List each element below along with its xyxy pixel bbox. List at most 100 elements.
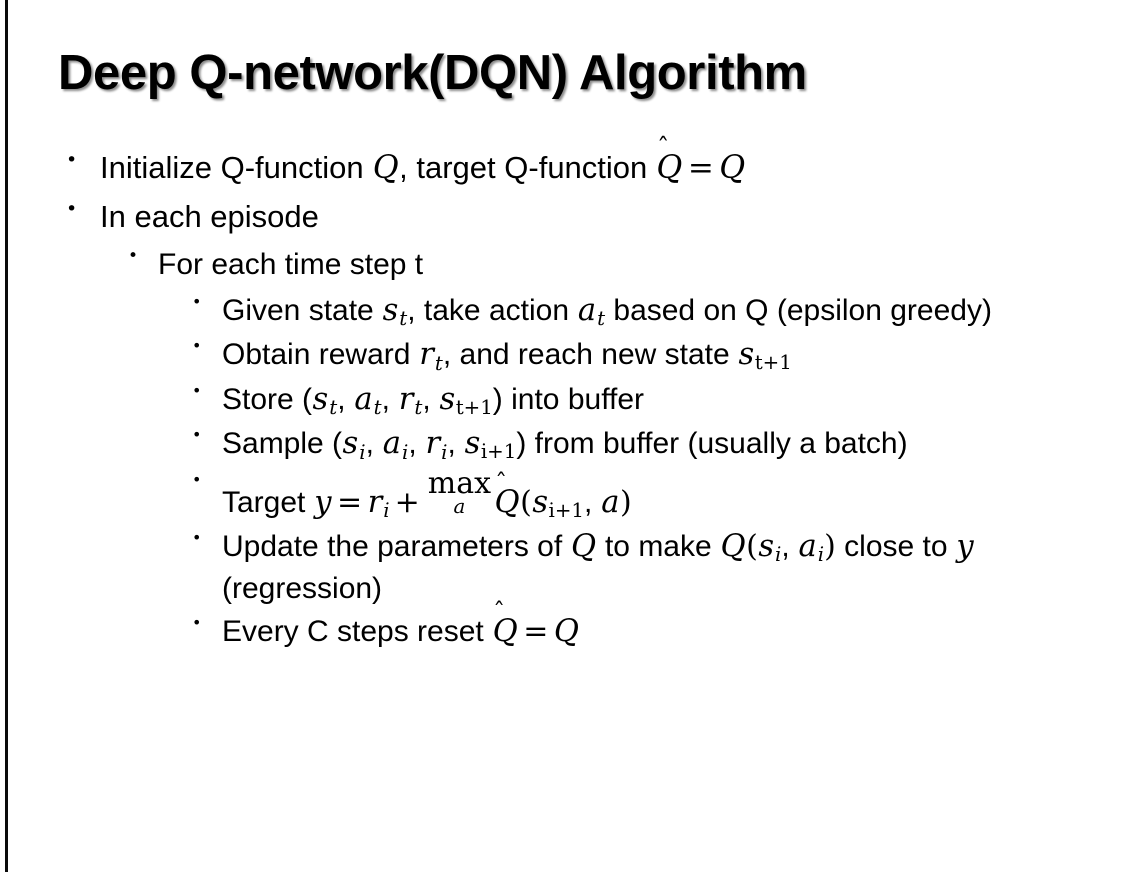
text-run: , <box>365 427 383 461</box>
math-equals: = <box>337 484 363 520</box>
list-item: • Every C steps reset ̂Q=Q <box>0 612 1124 653</box>
math-subscript: i+1 <box>548 498 585 522</box>
text-run: , <box>422 382 439 416</box>
math-subscript: t+1 <box>754 351 792 375</box>
math-subscript: t+1 <box>455 396 493 420</box>
math-var-a: a <box>798 529 817 565</box>
math-var-s: s <box>758 529 775 565</box>
list-item-text: Initialize Q-function Q, target Q-functi… <box>100 148 1124 189</box>
math-paren-open: ( <box>746 529 758 565</box>
list-item: • In each episode <box>0 197 1124 237</box>
max-operator-label: max <box>427 465 492 501</box>
bullet-dot-icon: • <box>192 612 202 632</box>
math-subscript: i <box>775 543 782 567</box>
text-run: , <box>584 485 601 519</box>
bullet-list: • Initialize Q-function Q, target Q-func… <box>0 148 1124 655</box>
math-var-a: a <box>577 293 597 328</box>
bullet-dot-icon: • <box>192 469 202 489</box>
list-item-text: For each time step t <box>158 248 424 282</box>
bullet-dot-icon: • <box>66 149 78 171</box>
list-item-text: Target y=ri+maxâQ(si+1, a) <box>222 465 1094 524</box>
math-subscript: i+1 <box>480 440 517 464</box>
math-var-r: r <box>398 381 414 417</box>
bullet-dot-icon: • <box>66 198 78 221</box>
list-item-text: Update the parameters of Q to make Q(si,… <box>222 527 1094 608</box>
text-run: , <box>337 382 354 416</box>
bullet-dot-icon: • <box>192 425 202 445</box>
list-item: • For each time step t <box>0 245 1124 285</box>
math-var-s: s <box>532 484 549 520</box>
math-paren-open: ( <box>520 484 532 520</box>
bullet-dot-icon: • <box>192 336 202 356</box>
math-var-s: s <box>312 381 329 417</box>
math-var-qhat: ̂Q <box>494 483 520 524</box>
math-subscript: t <box>399 307 408 331</box>
list-item: • Sample (si, ai, ri, si+1) from buffer … <box>0 424 1124 465</box>
math-paren-close: ) <box>619 484 632 520</box>
text-run: ) into buffer <box>492 382 644 416</box>
text-run: , <box>408 427 425 461</box>
math-var-r: r <box>367 484 383 520</box>
list-item: • Store (st, at, rt, st+1) into buffer <box>0 380 1124 421</box>
math-var-r: r <box>425 426 441 462</box>
math-var-s: s <box>738 337 755 373</box>
list-item-text: Sample (si, ai, ri, si+1) from buffer (u… <box>222 424 1094 465</box>
text-run: , target Q-function <box>399 150 656 185</box>
math-var-base: Q <box>656 150 683 186</box>
math-subscript: i <box>359 440 366 464</box>
max-underscript: a <box>453 494 466 518</box>
math-var-q: Q <box>372 150 399 186</box>
math-equals: = <box>523 613 549 649</box>
math-var-a: a <box>354 381 373 417</box>
text-run: Given state <box>222 294 383 327</box>
math-var-y: y <box>314 484 332 520</box>
text-run: , <box>447 427 465 461</box>
math-var-a: a <box>382 426 401 462</box>
bullet-dot-icon: • <box>192 380 202 400</box>
math-var-base: Q <box>492 613 518 649</box>
math-var-s: s <box>439 381 456 417</box>
bullet-dot-icon: • <box>192 292 202 311</box>
math-var-q: Q <box>553 613 579 649</box>
math-subscript: i <box>817 543 825 567</box>
text-run: ) from buffer (usually a batch) <box>516 427 908 461</box>
math-subscript: i <box>441 440 448 464</box>
text-run: (regression) <box>222 571 383 605</box>
text-run: Obtain reward <box>222 338 419 372</box>
math-var-q: Q <box>720 529 746 565</box>
text-run: , <box>781 530 799 564</box>
list-item-text: Given state st, take action at based on … <box>222 291 1094 332</box>
list-item: • Obtain reward rt, and reach new state … <box>0 335 1124 376</box>
bullet-dot-icon: • <box>192 528 202 548</box>
math-subscript: i <box>383 498 390 522</box>
page-title: Deep Q-network(DQN) Algorithm <box>58 46 807 100</box>
list-item-text: Every C steps reset ̂Q=Q <box>222 612 1094 653</box>
list-item: • Update the parameters of Q to make Q(s… <box>0 527 1124 608</box>
text-run: Sample ( <box>222 427 343 461</box>
text-run: Initialize Q-function <box>100 150 373 185</box>
math-var-q: Q <box>571 529 597 565</box>
math-subscript: i <box>402 440 409 464</box>
math-paren-close: ) <box>824 529 836 565</box>
math-var-a: a <box>601 484 620 520</box>
list-item-text: In each episode <box>100 199 319 235</box>
text-run: Every C steps reset <box>222 614 493 648</box>
text-run: , and reach new state <box>442 338 739 372</box>
math-var-y: y <box>956 529 974 565</box>
list-item-text: Obtain reward rt, and reach new state st… <box>222 335 1094 376</box>
bullet-dot-icon: • <box>128 246 139 267</box>
math-var-s: s <box>342 426 359 462</box>
left-edge-rule <box>5 0 8 872</box>
math-var-r: r <box>419 337 434 373</box>
list-item: • Initialize Q-function Q, target Q-func… <box>0 148 1124 189</box>
math-var-qhat: ̂Q <box>492 612 518 653</box>
text-run: Target <box>222 485 314 519</box>
math-var-q: Q <box>719 150 746 186</box>
text-run: Store ( <box>222 382 313 416</box>
text-run: close to <box>835 530 956 564</box>
math-var-base: Q <box>494 484 520 520</box>
list-item: • Target y=ri+maxâQ(si+1, a) <box>0 465 1124 524</box>
math-equals: = <box>687 150 714 186</box>
